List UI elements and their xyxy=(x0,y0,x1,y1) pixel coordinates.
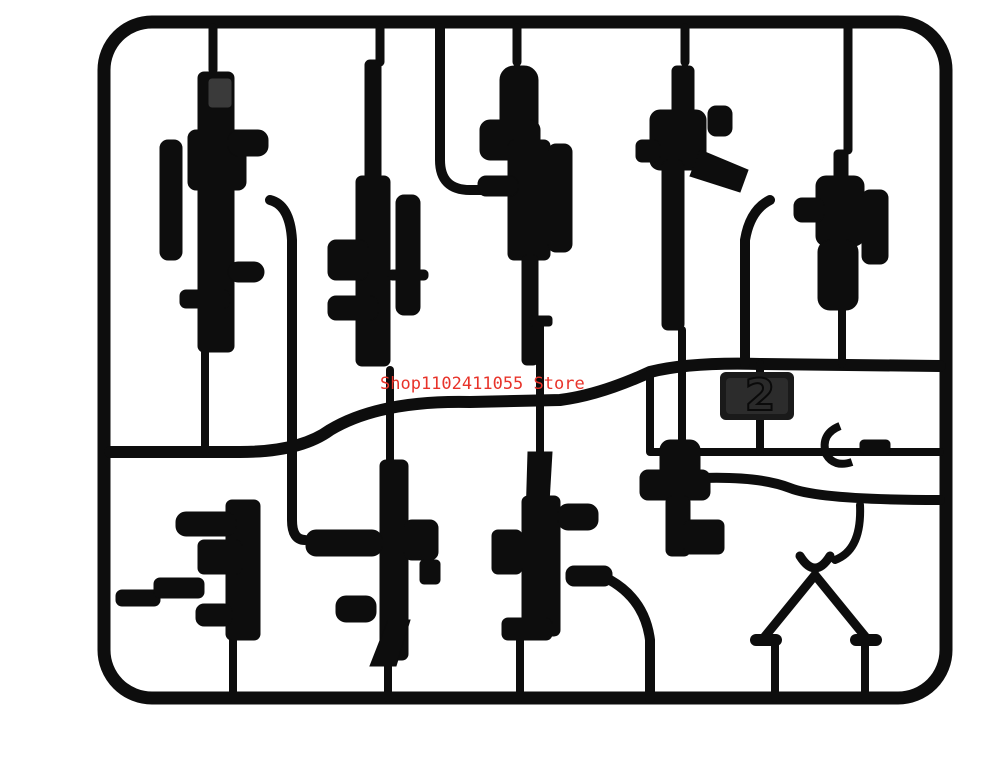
sprue-part-number: 2 xyxy=(744,369,777,422)
compact-rifle-icon xyxy=(491,451,613,641)
part-number-plate xyxy=(720,372,794,420)
sprue-frame-icon xyxy=(97,15,953,705)
store-watermark: Shop1102411055 Store xyxy=(380,374,585,394)
dmr-rifle-icon xyxy=(477,65,573,366)
smg-icon xyxy=(115,499,261,641)
machine-pistol-icon xyxy=(639,439,725,557)
assault-rifle-icon xyxy=(159,71,269,353)
sniper-rifle-icon xyxy=(327,59,429,367)
smg-red-dot-icon xyxy=(305,459,441,667)
bipod-icon xyxy=(750,551,882,646)
carbine-icon xyxy=(635,65,749,331)
bullpup-rifle-icon xyxy=(793,149,889,311)
